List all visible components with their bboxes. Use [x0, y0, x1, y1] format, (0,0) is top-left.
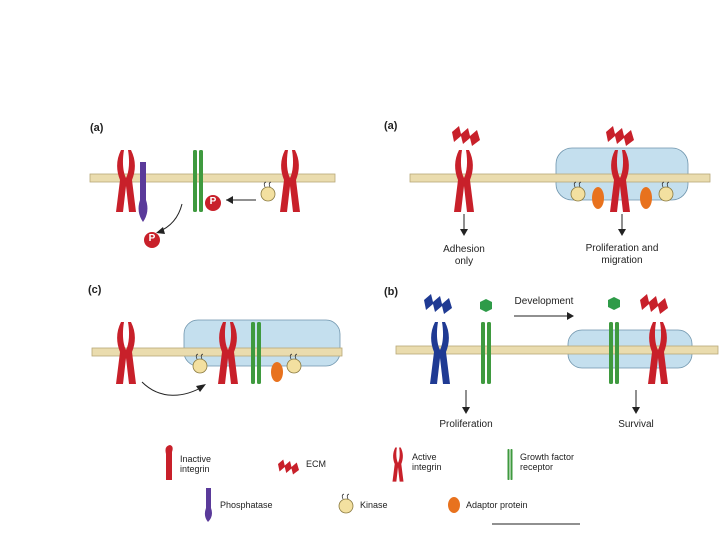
- phospho-label: P: [209, 196, 217, 207]
- ecm-icon: [278, 459, 299, 475]
- legend-growth-factor-receptor: Growth factor receptor: [520, 452, 575, 473]
- growth-factor: [608, 297, 620, 310]
- membrane: [91, 347, 343, 357]
- panel-top-left: [89, 150, 336, 248]
- panel-bottom-right: [395, 294, 719, 414]
- ecm-ligand: [452, 126, 480, 146]
- legend: [165, 445, 580, 525]
- ecm-ligand: [640, 294, 668, 314]
- membrane: [89, 173, 336, 183]
- arrowhead: [156, 227, 165, 234]
- ecm-ligand: [606, 126, 634, 146]
- legend-ecm: ECM: [306, 459, 326, 469]
- kinase: [260, 181, 276, 202]
- adaptor-protein: [271, 362, 283, 382]
- adaptor-protein-icon: [448, 497, 460, 513]
- caption-proliferation-migration: Proliferation and migration: [585, 243, 659, 266]
- phosphatase-icon: [204, 488, 212, 522]
- arrowhead: [567, 312, 574, 320]
- arrowhead: [462, 407, 470, 414]
- growth-factor-receptor-icon: [507, 449, 513, 480]
- caption-adhesion-only: Adhesion only: [443, 244, 485, 267]
- growth-factor: [480, 299, 492, 312]
- caption-proliferation: Proliferation: [439, 419, 493, 430]
- adaptor-protein: [640, 187, 652, 209]
- arrowhead: [196, 384, 206, 392]
- caption-development: Development: [514, 296, 574, 307]
- arrowhead: [632, 407, 640, 414]
- panel-top-right: [409, 126, 711, 236]
- legend-inactive-integrin: Inactive integrin: [180, 454, 212, 475]
- arrowhead: [460, 229, 468, 236]
- phosphatase: [138, 162, 148, 222]
- panel-bottom-left: [91, 319, 343, 396]
- ecm-ligand: [424, 294, 452, 314]
- phospho-group: [144, 232, 160, 248]
- legend-phosphatase: Phosphatase: [220, 500, 273, 510]
- adaptor-protein: [592, 187, 604, 209]
- arrowhead: [618, 229, 626, 236]
- panel-label-c: (c): [88, 284, 102, 296]
- legend-active-integrin: Active integrin: [412, 452, 442, 473]
- membrane: [409, 173, 711, 183]
- panel-label-a: (a): [90, 122, 104, 134]
- inactive-integrin-icon: [165, 445, 173, 480]
- caption-survival: Survival: [618, 419, 654, 430]
- membrane: [395, 345, 719, 355]
- legend-adaptor-protein: Adaptor protein: [466, 500, 528, 510]
- lipid-raft: [183, 319, 341, 367]
- curved-arrow: [141, 381, 205, 396]
- panel-label-b: (b): [384, 286, 399, 298]
- curved-arrow: [157, 203, 183, 233]
- arrowhead: [226, 196, 233, 204]
- panel-label-a-right: (a): [384, 120, 398, 132]
- kinase-icon: [338, 493, 354, 514]
- phospho-group: [205, 195, 221, 211]
- phospho-label: P: [148, 233, 156, 244]
- legend-kinase: Kinase: [360, 500, 388, 510]
- active-integrin-icon: [392, 447, 404, 482]
